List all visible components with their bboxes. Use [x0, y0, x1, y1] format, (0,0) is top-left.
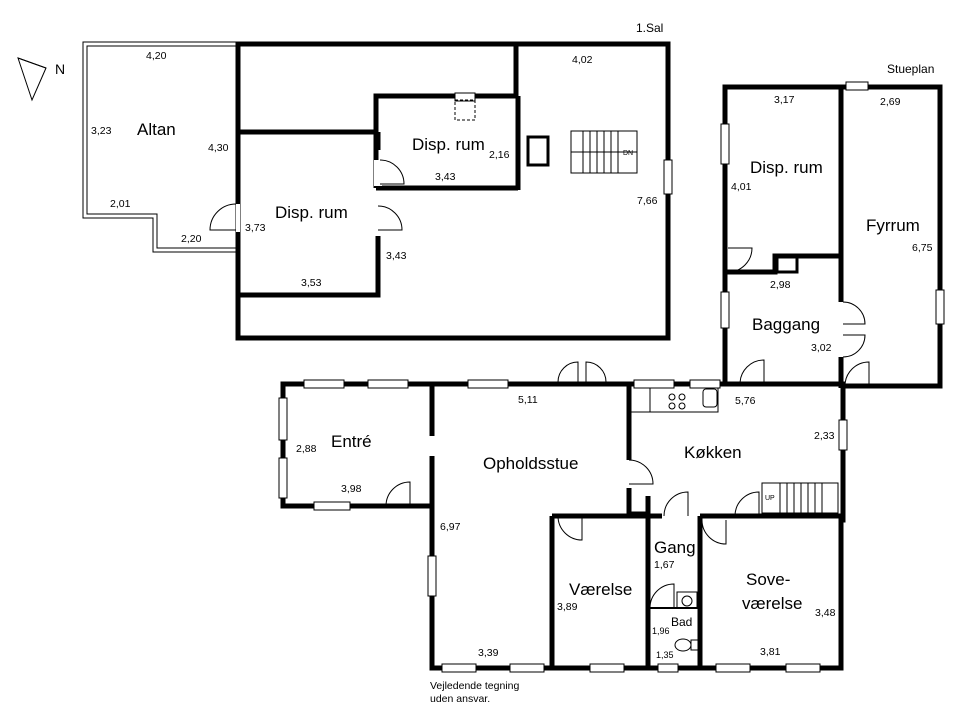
- room-opholdsstue: Opholdsstue: [483, 454, 578, 473]
- chimney: [526, 135, 550, 167]
- ground-floor-title: Stueplan: [887, 62, 934, 76]
- door-entre: [385, 481, 411, 507]
- svg-text:3,43: 3,43: [435, 171, 456, 183]
- svg-text:1,35: 1,35: [656, 650, 674, 660]
- svg-text:2,20: 2,20: [181, 233, 202, 245]
- svg-text:2,98: 2,98: [770, 279, 791, 291]
- ground-floor-plan: Stueplan: [278, 62, 945, 673]
- svg-text:6,97: 6,97: [440, 521, 461, 533]
- room-entre: Entré: [331, 432, 372, 451]
- door-garden-annex: [842, 301, 866, 358]
- door-fyrrum: [844, 361, 870, 387]
- door-disp-left: [377, 205, 403, 231]
- staircase-up: UP: [761, 482, 839, 514]
- svg-text:3,73: 3,73: [245, 222, 266, 234]
- room-sovevaerelse-line1: Sove-: [746, 570, 790, 589]
- svg-text:UP: UP: [765, 495, 775, 502]
- door-baggang: [739, 359, 765, 385]
- svg-text:2,69: 2,69: [880, 96, 901, 108]
- svg-text:3,43: 3,43: [386, 250, 407, 262]
- svg-text:3,53: 3,53: [301, 277, 322, 289]
- svg-text:1,67: 1,67: [654, 559, 675, 571]
- svg-text:2,88: 2,88: [296, 443, 317, 455]
- door-disp-center: [379, 159, 405, 185]
- altan-balcony: [82, 41, 236, 253]
- disclaimer-line2: uden ansvar.: [430, 693, 490, 705]
- svg-text:1,96: 1,96: [652, 626, 670, 636]
- svg-text:5,11: 5,11: [518, 394, 538, 406]
- room-kokken: Køkken: [684, 443, 742, 462]
- svg-text:DN: DN: [623, 150, 633, 157]
- svg-text:6,75: 6,75: [912, 242, 933, 254]
- svg-text:3,89: 3,89: [557, 601, 578, 613]
- door-kitchen: [628, 459, 654, 485]
- svg-text:3,81: 3,81: [760, 646, 781, 658]
- door-terrace: [557, 361, 607, 383]
- svg-text:2,01: 2,01: [110, 198, 131, 210]
- svg-text:3,39: 3,39: [478, 647, 499, 659]
- svg-text:3,02: 3,02: [811, 342, 832, 354]
- north-arrow-icon: [17, 57, 47, 102]
- svg-text:7,66: 7,66: [637, 195, 658, 207]
- svg-text:2,16: 2,16: [489, 149, 510, 161]
- svg-text:4,20: 4,20: [146, 50, 167, 62]
- main-outer-wall-right: [700, 381, 846, 671]
- svg-text:3,23: 3,23: [91, 125, 112, 137]
- door-gang: [663, 491, 689, 517]
- svg-text:3,48: 3,48: [815, 607, 836, 619]
- room-bad: Bad: [671, 615, 692, 629]
- room-vaerelse: Værelse: [569, 580, 632, 599]
- north-label: N: [55, 61, 65, 77]
- staircase-down: DN: [570, 130, 638, 174]
- room-disp-rum-left: Disp. rum: [275, 203, 348, 222]
- upper-floor-title: 1.Sal: [636, 21, 663, 35]
- door-bad: [649, 583, 675, 609]
- room-baggang: Baggang: [752, 315, 820, 334]
- main-outer-wall-left: [280, 381, 725, 671]
- room-disp-rum-center: Disp. rum: [412, 135, 485, 154]
- svg-text:4,30: 4,30: [208, 142, 229, 154]
- door-altan: [209, 203, 237, 231]
- svg-text:3,17: 3,17: [774, 94, 795, 106]
- door-sove: [701, 519, 727, 545]
- door-vaerelse: [557, 515, 583, 541]
- window: [663, 159, 673, 195]
- room-sovevaerelse-line2: værelse: [742, 594, 802, 613]
- room-fyrrum: Fyrrum: [866, 216, 920, 235]
- upper-floor-plan: 1.Sal: [82, 21, 673, 341]
- svg-text:5,76: 5,76: [735, 395, 756, 407]
- svg-text:3,98: 3,98: [341, 483, 362, 495]
- svg-text:4,01: 4,01: [731, 181, 752, 193]
- annex-outer-wall: [722, 84, 943, 389]
- room-gang: Gang: [654, 538, 696, 557]
- svg-text:4,02: 4,02: [572, 54, 593, 66]
- room-altan: Altan: [137, 120, 176, 139]
- disclaimer-line1: Vejledende tegning: [430, 680, 519, 692]
- svg-text:2,33: 2,33: [814, 430, 835, 442]
- windows: [278, 81, 945, 673]
- door-kitchen-stair: [734, 491, 760, 517]
- door-disp-annex: [727, 247, 753, 273]
- room-disp-rum-annex: Disp. rum: [750, 158, 823, 177]
